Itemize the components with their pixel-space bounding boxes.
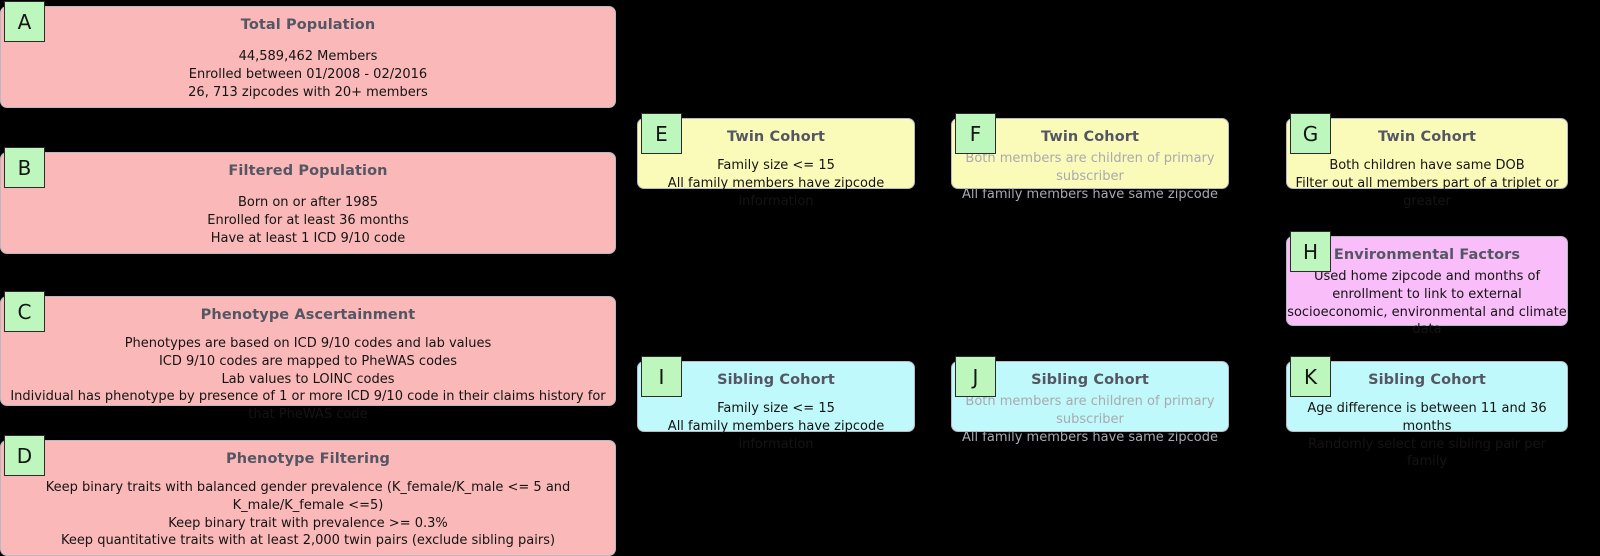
panel-badge-i: I	[641, 356, 682, 397]
panel-title-c: Phenotype Ascertainment	[200, 307, 416, 323]
panel-body-h: Used home zipcode and months of enrollme…	[1287, 269, 1567, 338]
panel-h[interactable]: H Environmental Factors Used home zipcod…	[1286, 231, 1568, 337]
panel-badge-g: G	[1290, 113, 1331, 154]
panel-body-a: 44,589,462 Members Enrolled between 01/2…	[188, 49, 428, 100]
panel-title-k: Sibling Cohort	[1368, 372, 1486, 388]
panel-body-k: Age difference is between 11 and 36 mont…	[1307, 401, 1547, 470]
panel-body-g: Both children have same DOB Filter out a…	[1295, 158, 1559, 209]
panel-body-j: Both members are children of primary sub…	[962, 394, 1218, 445]
panel-title-j: Sibling Cohort	[1031, 372, 1149, 388]
panel-body-f: Both members are children of primary sub…	[962, 151, 1218, 202]
panel-title-b: Filtered Population	[228, 163, 388, 179]
panel-body-e: Family size <= 15 All family members hav…	[667, 158, 885, 209]
panel-badge-a: A	[4, 1, 45, 42]
panel-b[interactable]: B Filtered Population Born on or after 1…	[0, 147, 616, 254]
panel-badge-c: C	[4, 291, 45, 332]
panel-badge-e: E	[641, 113, 682, 154]
panel-j[interactable]: J Sibling Cohort Both members are childr…	[951, 356, 1229, 445]
panel-body-i: Family size <= 15 All family members hav…	[667, 401, 885, 452]
panel-title-g: Twin Cohort	[1377, 129, 1477, 145]
panel-i[interactable]: I Sibling Cohort Family size <= 15 All f…	[637, 356, 915, 452]
panel-badge-b: B	[4, 147, 45, 188]
panel-badge-k: K	[1290, 356, 1331, 397]
panel-badge-f: F	[955, 113, 996, 154]
panel-badge-d: D	[4, 435, 45, 476]
panel-g[interactable]: G Twin Cohort Both children have same DO…	[1286, 113, 1568, 209]
panel-e[interactable]: E Twin Cohort Family size <= 15 All fami…	[637, 113, 915, 209]
panel-c[interactable]: C Phenotype Ascertainment Phenotypes are…	[0, 291, 616, 422]
panel-badge-h: H	[1290, 231, 1331, 272]
panel-title-f: Twin Cohort	[1040, 129, 1140, 145]
panel-title-e: Twin Cohort	[726, 129, 826, 145]
panel-a[interactable]: A Total Population 44,589,462 Members En…	[0, 1, 616, 108]
panel-f[interactable]: F Twin Cohort Both members are children …	[951, 113, 1229, 202]
panel-k[interactable]: K Sibling Cohort Age difference is betwe…	[1286, 356, 1568, 469]
panel-title-a: Total Population	[240, 17, 376, 33]
panel-title-d: Phenotype Filtering	[225, 451, 391, 467]
panel-body-b: Born on or after 1985 Enrolled for at le…	[207, 195, 409, 246]
panel-title-i: Sibling Cohort	[717, 372, 835, 388]
panel-d[interactable]: D Phenotype Filtering Keep binary traits…	[0, 435, 616, 556]
panel-badge-j: J	[955, 356, 996, 397]
panel-body-d: Keep binary traits with balanced gender …	[45, 480, 571, 549]
panel-title-h: Environmental Factors	[1333, 247, 1521, 263]
panel-body-c: Phenotypes are based on ICD 9/10 codes a…	[10, 336, 606, 423]
